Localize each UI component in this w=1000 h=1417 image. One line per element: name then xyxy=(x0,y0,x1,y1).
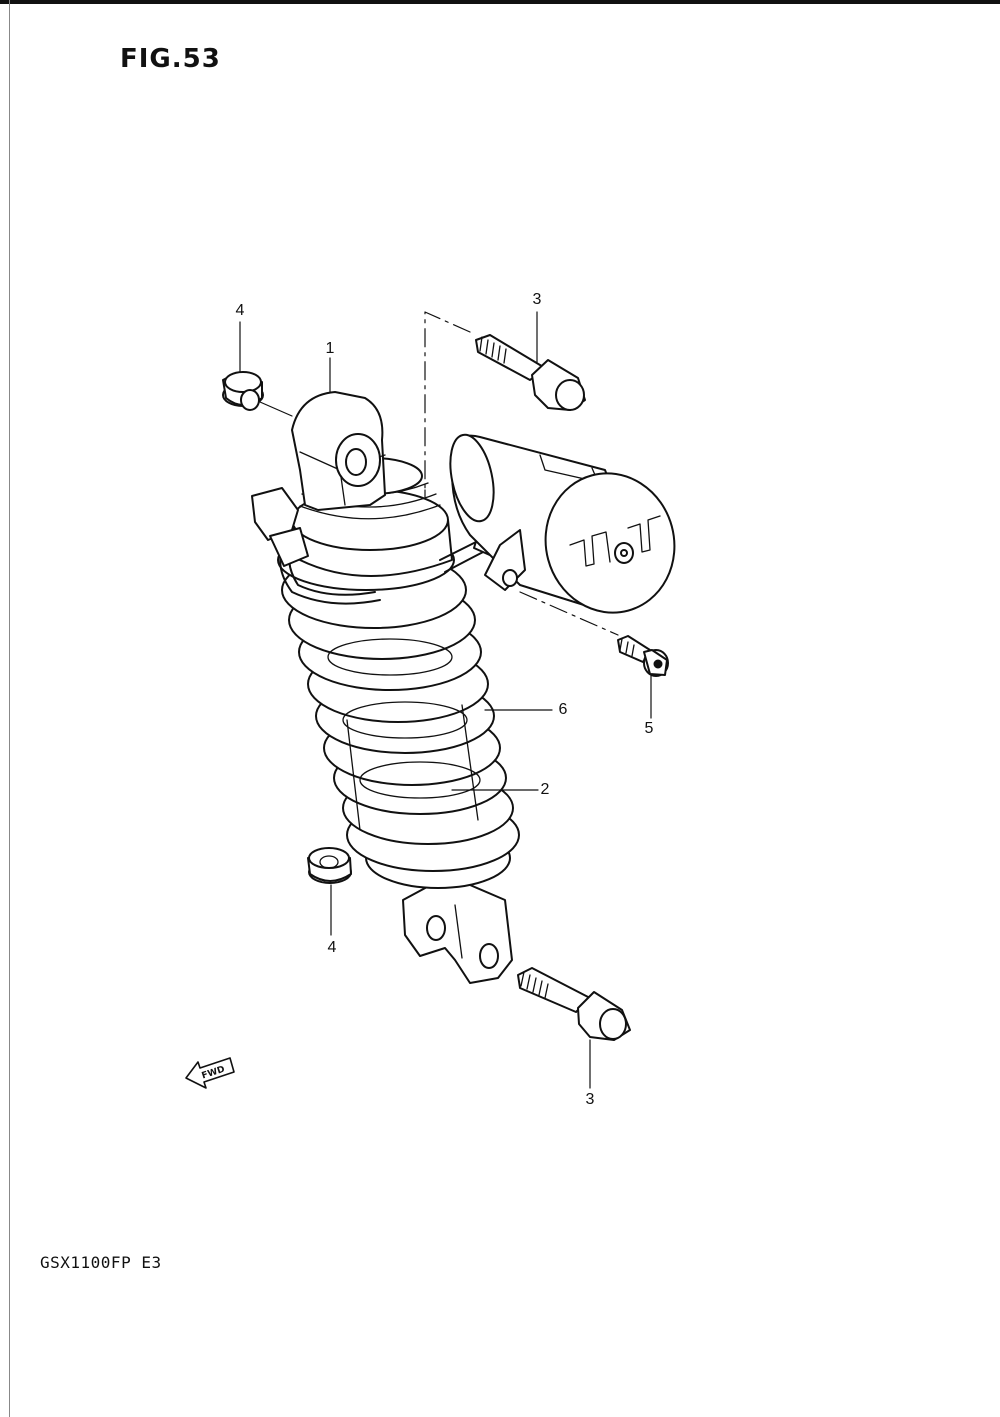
remote-reservoir xyxy=(449,433,676,614)
lower-mount-clevis xyxy=(402,879,513,984)
nut-top xyxy=(222,371,264,411)
cap-screw xyxy=(617,635,669,677)
shock-top-eye xyxy=(291,391,386,511)
page-top-edge xyxy=(0,0,1000,4)
bolt-bottom xyxy=(517,967,631,1041)
preload-hose xyxy=(251,487,381,605)
callout-part-2: 2 xyxy=(540,781,550,798)
callout-shock-absorber: 1 xyxy=(325,340,335,357)
page-left-edge xyxy=(9,0,10,1417)
callout-spring: 6 xyxy=(558,701,568,718)
bolt-top xyxy=(475,334,586,411)
callout-cap-screw: 5 xyxy=(644,720,654,737)
callout-bolt-bottom: 3 xyxy=(585,1091,595,1108)
figure-title: FIG.53 xyxy=(120,44,221,74)
nut-bottom xyxy=(307,847,352,884)
leader-lines xyxy=(239,311,652,1089)
callout-nut-top: 4 xyxy=(235,302,245,319)
fwd-arrow-icon: FWD xyxy=(185,1057,235,1089)
callout-nut-bottom: 4 xyxy=(327,939,337,956)
model-code: GSX1100FP E3 xyxy=(40,1253,162,1272)
callout-bolt-top: 3 xyxy=(532,291,542,308)
shock-spring xyxy=(281,551,520,889)
